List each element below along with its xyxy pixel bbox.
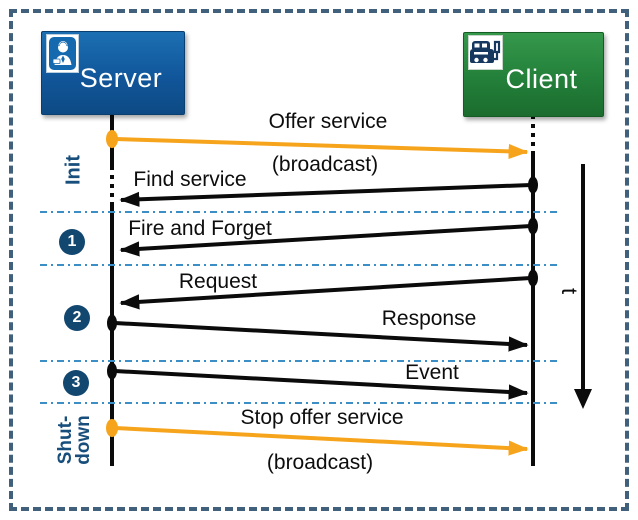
offer-service-label: Offer service [268, 110, 388, 133]
fire-and-forget-arrow [119, 224, 532, 257]
find-service-label: Find service [133, 168, 247, 191]
actor-server: Server [41, 31, 185, 115]
request-arrow [119, 276, 532, 310]
offer-service-origin-dot [106, 130, 118, 148]
find-service-arrow [119, 183, 532, 207]
fire-and-forget-label: Fire and Forget [128, 217, 272, 240]
shutdown-label-line2: down [73, 415, 94, 465]
section-3-badge: 3 [63, 370, 89, 396]
request-origin-dot [528, 269, 538, 287]
actor-server-label: Server [79, 62, 163, 93]
request-label: Request [178, 270, 258, 293]
event-label: Event [405, 361, 459, 384]
actor-client: Client [463, 32, 604, 117]
find-service-origin-dot [528, 176, 538, 194]
offer-service-arrow [114, 137, 529, 160]
stop-offer-service-arrow [114, 426, 529, 456]
time-axis-arrowhead-icon [574, 389, 592, 409]
section-1-badge: 1 [59, 229, 85, 255]
client-car-icon [468, 35, 503, 70]
response-origin-dot [107, 314, 117, 332]
stop-offer-service-label: Stop offer service [240, 406, 404, 429]
diagram-dashed-border [9, 9, 629, 511]
event-arrow [114, 369, 529, 400]
event-origin-dot [107, 362, 117, 380]
server-agent-icon [46, 34, 79, 73]
response-arrow [114, 321, 529, 352]
stop-offer-service-origin-dot [106, 419, 118, 437]
section-init-label: Init [62, 155, 85, 185]
fire-and-forget-origin-dot [528, 217, 538, 235]
stop-offer-broadcast-label: (broadcast) [266, 451, 374, 474]
section-2-badge: 2 [64, 305, 90, 331]
response-label: Response [381, 307, 477, 330]
section-shutdown-label: Shut- down [55, 415, 94, 465]
time-axis-label: t [557, 287, 582, 295]
offer-service-broadcast-label: (broadcast) [271, 153, 379, 176]
actor-client-label: Client [505, 64, 578, 94]
